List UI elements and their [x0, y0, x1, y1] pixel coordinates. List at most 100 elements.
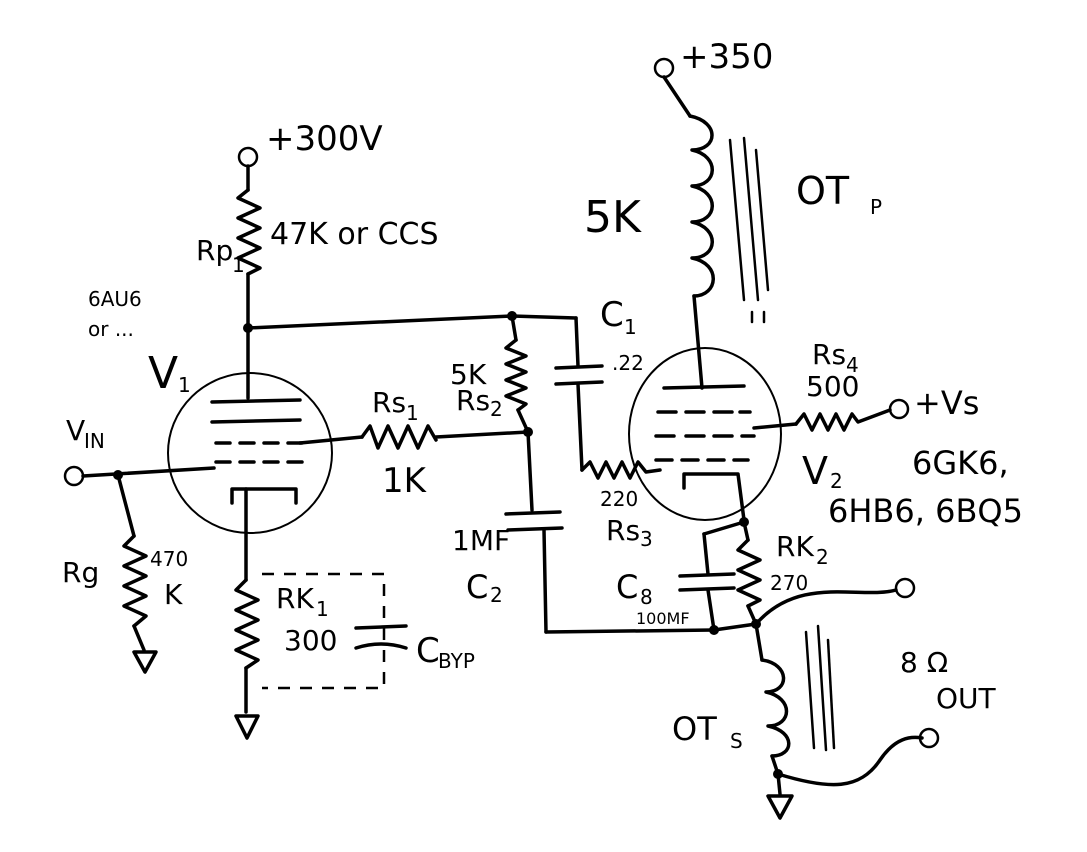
out-label-1: 8 Ω: [900, 646, 948, 679]
vin-sub-label: IN: [84, 429, 105, 453]
v1-name-label: V: [148, 348, 178, 399]
tube1-type-label-1: 6AU6: [88, 287, 142, 311]
v2-sub-label: 2: [830, 469, 843, 493]
rk2-resistor: [736, 538, 762, 608]
c1-sub-label: 1: [624, 315, 637, 339]
c1-left-wire: [574, 316, 580, 368]
rs2-sub-label: 2: [490, 397, 503, 421]
rs2-bottom-wire: [516, 408, 530, 434]
v2-plate-wire: [692, 294, 704, 390]
rk1-resistor: [234, 578, 260, 670]
c1-top-wire: [510, 314, 578, 320]
v1-screen-wire: [298, 435, 364, 445]
tap-wire: [754, 588, 898, 626]
rs4-value-label: 500: [806, 370, 859, 403]
vs-label: +Vs: [914, 384, 979, 422]
v2-tube-envelope: [628, 347, 782, 521]
v2-screen-wire: [752, 422, 798, 430]
rs4-sub-label: 4: [846, 353, 859, 377]
c2-plate-bottom: [506, 526, 564, 532]
c2-name-label: C: [466, 568, 488, 606]
v2-cathode: [682, 472, 746, 522]
cbyp-plate-bottom: [354, 642, 408, 650]
supply-300v-terminal: [237, 146, 259, 168]
c8-sub-label: 8: [640, 585, 653, 609]
otp-primary-coil: [688, 114, 715, 298]
ots-core-line-3: [826, 638, 836, 750]
otp-core-line-2: [742, 136, 760, 302]
otp-top-wire: [662, 75, 692, 118]
rs4-resistor: [794, 408, 892, 432]
c2-bottom-wire: [542, 528, 548, 634]
rs1-name-label: Rs: [372, 386, 406, 419]
c8-top-left-wire: [702, 520, 746, 536]
supply-350-terminal: [653, 57, 675, 79]
vin-name-label: V: [66, 414, 85, 447]
cathode-return-wire: [544, 628, 716, 634]
rs1-resistor: [360, 424, 438, 450]
rs1-right-wire: [434, 430, 530, 439]
rs4-name-label: Rs: [812, 338, 846, 371]
rk2-top-wire: [742, 520, 750, 542]
supply-300v-label: +300V: [266, 119, 383, 159]
rs3-value-label: 220: [600, 487, 638, 511]
rp1-name-label: Rp: [196, 234, 233, 267]
tube2-types-label-2: 6HB6, 6BQ5: [828, 492, 1023, 530]
cbyp-plate-top: [354, 624, 408, 630]
ots-top-bus: [712, 622, 758, 632]
tap-terminal: [894, 577, 916, 599]
rs3-sub-label: 3: [640, 527, 653, 551]
plate-bus-wire: [246, 314, 514, 330]
rs1-value-label: 1K: [382, 461, 428, 501]
c1-plate-top: [554, 364, 604, 370]
v2-plate-electrode: [662, 384, 746, 390]
rk1-sub-label: 1: [316, 597, 329, 621]
v1-tube-envelope: [167, 372, 333, 534]
ots-name-label: OT: [672, 710, 717, 748]
rk2-value-label: 270: [770, 571, 808, 595]
otp-core-dots: [750, 310, 766, 324]
rs2-value-label: 5K: [450, 358, 487, 391]
c8-name-label: C: [616, 568, 638, 606]
rg-value-label-2: K: [164, 578, 183, 611]
rg-top-wire: [116, 473, 136, 538]
vin-wire: [81, 466, 216, 478]
rs3-name-label: Rs: [606, 514, 640, 547]
v1-sub-label: 1: [178, 373, 191, 397]
out-label-2: OUT: [936, 682, 997, 715]
cbyp-name-label: C: [416, 631, 440, 671]
v2-name-label: V: [802, 449, 828, 493]
rp1-value-label: 47K or CCS: [270, 217, 439, 252]
rk1-ground-symbol: [234, 714, 260, 740]
out-wire: [776, 735, 924, 787]
c1-name-label: C: [600, 295, 624, 335]
rp1-resistor: [236, 188, 262, 276]
vs-terminal: [888, 398, 910, 420]
rg-resistor: [122, 534, 148, 628]
c8-value-label: 100MF: [636, 609, 690, 628]
out-terminal: [918, 727, 940, 749]
ots-ground-wire: [776, 772, 782, 796]
ots-core-line-2: [816, 624, 828, 752]
c8-plate-top: [678, 572, 736, 578]
otp-core-line-1: [728, 138, 746, 302]
rk2-sub-label: 2: [816, 545, 829, 569]
cbyp-dashed-outline: [262, 572, 386, 690]
c8-top-wire: [702, 532, 710, 576]
rs1-sub-label: 1: [406, 401, 419, 425]
rg-value-label-1: 470: [150, 547, 188, 571]
rs2-resistor: [504, 338, 528, 412]
otp-primary-value-label: 5K: [584, 192, 642, 243]
c2-value-label: 1MF: [452, 524, 510, 557]
supply-350-label: +350: [680, 37, 773, 77]
cbyp-sub-label: BYP: [438, 649, 475, 673]
rg-ground-wire: [132, 624, 146, 652]
c1-value-label: .22: [612, 351, 644, 375]
tube1-type-label-2: or ...: [88, 317, 134, 341]
rg-name-label: Rg: [62, 556, 99, 589]
v1-plate-electrode: [210, 398, 302, 404]
tube2-types-label-1: 6GK6,: [912, 444, 1009, 482]
c2-sub-label: 2: [490, 583, 503, 607]
